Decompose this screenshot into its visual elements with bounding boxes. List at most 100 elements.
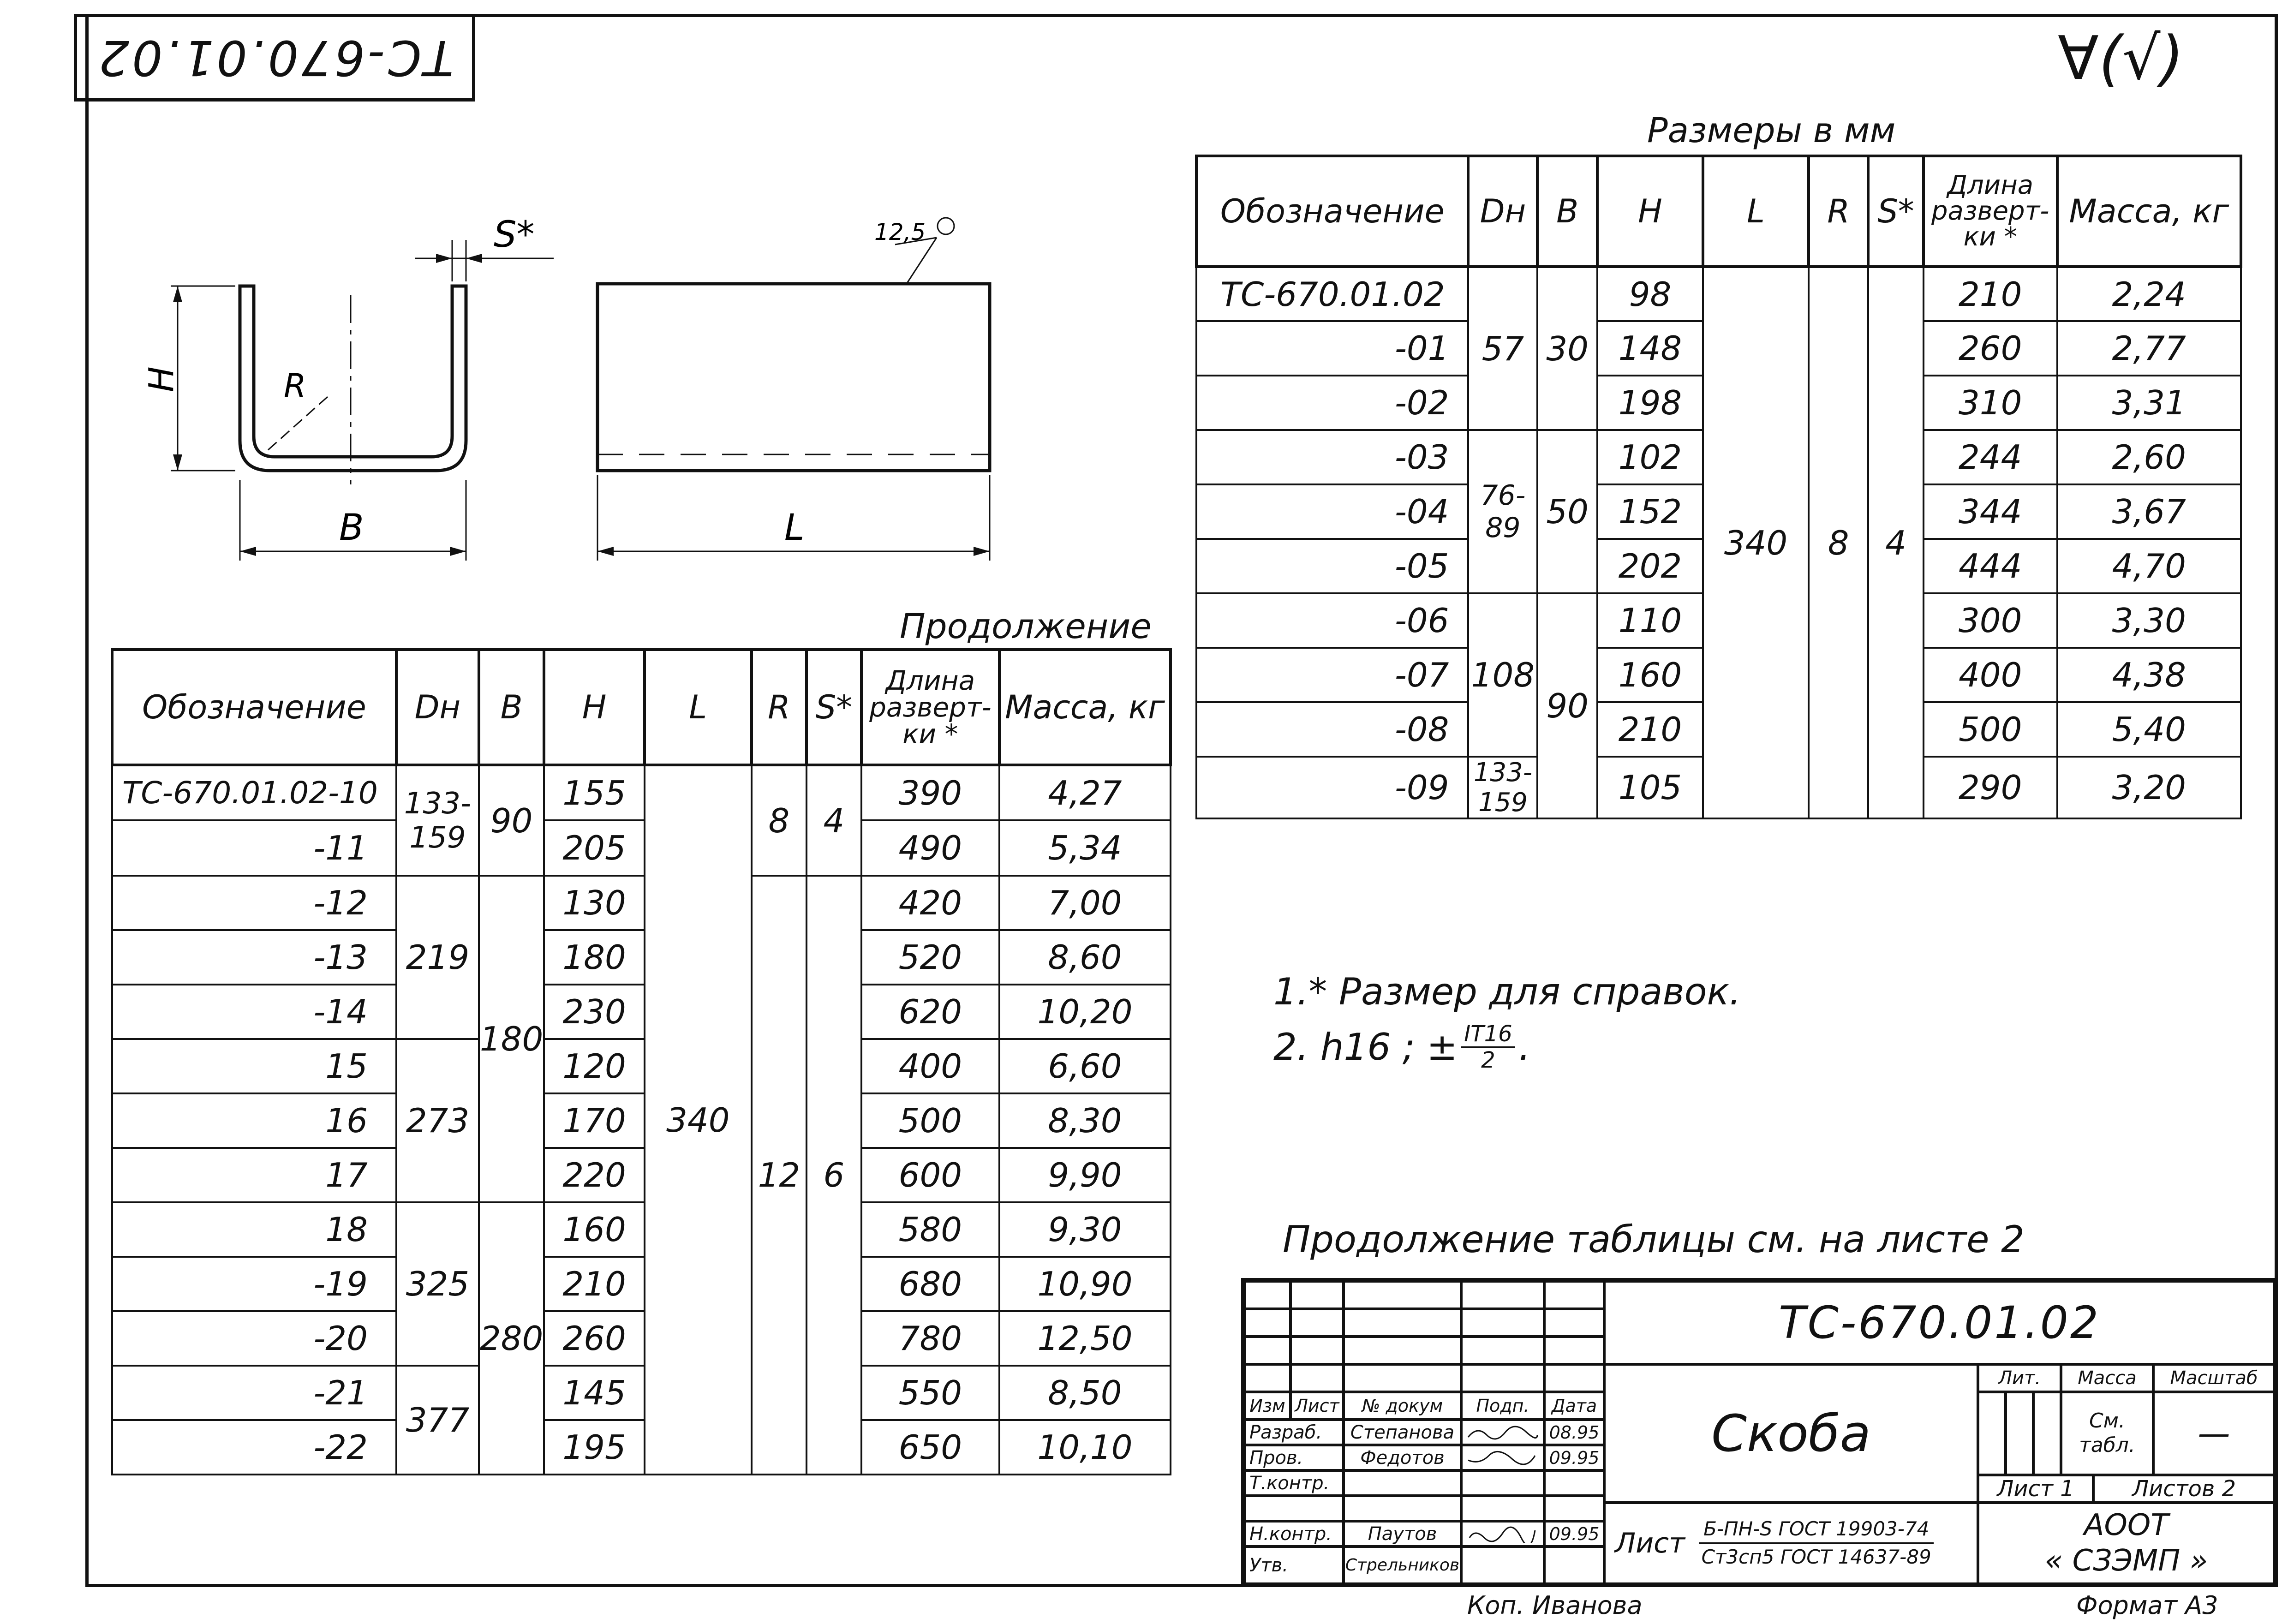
length-value: 344 [1922,484,2058,540]
lit-cell [2033,1392,2061,1475]
empty-name [1344,1496,1461,1521]
row-designation: -01 [1195,320,1470,376]
row-designation: -20 [111,1310,397,1367]
table-row: -08 210 500 5,40 [1195,701,2242,758]
b-value: 50 [1536,429,1598,594]
col-header-h: H [1595,155,1705,268]
row-designation: -05 [1195,538,1470,594]
row-designation: ТС-670.01.02-10 [111,764,397,821]
h-value: 202 [1596,538,1704,594]
utv-name: Стрельников [1344,1546,1461,1584]
table-row: -01 148 260 2,77 [1195,320,2242,376]
s-value: 4 [1867,266,1924,819]
row-designation: -04 [1195,484,1470,540]
length-value: 244 [1922,429,2058,485]
tkontr-sign [1461,1470,1544,1496]
organization: АООТ « СЗЭМП » [1978,1503,2275,1584]
utv-sign [1461,1546,1544,1584]
cont-table-title: Продолжение [900,607,1152,646]
length-value: 210 [1922,266,2058,322]
length-value: 310 [1922,375,2058,431]
row-designation: -19 [111,1256,397,1312]
rev-cell [1244,1309,1290,1337]
col-header-designation: Обозначение [1195,155,1470,268]
h-value: 148 [1596,320,1704,376]
length-value: 260 [1922,320,2058,376]
h-value: 260 [543,1310,645,1367]
mass-value: 2,60 [2056,429,2242,485]
fraction-numerator: IT16 [1461,1022,1515,1048]
rev-cell [1461,1309,1544,1337]
main-table-title: Размеры в мм [1647,111,1896,150]
utv-date [1544,1546,1604,1584]
length-value: 580 [860,1201,1000,1258]
b-value: 90 [478,764,545,877]
h-value: 105 [1596,756,1704,819]
mass-value: 3,67 [2056,484,2242,540]
row-designation: -02 [1195,375,1470,431]
row-designation: ТС-670.01.02 [1195,266,1470,322]
col-header-dn: Dн [394,648,480,766]
col-header-h: H [543,648,646,766]
table-row: -21 377 145 550 8,50 [111,1365,1172,1475]
col-izm: Изм [1244,1392,1290,1420]
h-value: 180 [543,929,645,985]
razrab-date: 08.95 [1544,1420,1604,1445]
mass-value: 5,40 [2056,701,2242,758]
org-line-1: АООТ [2084,1508,2169,1543]
dn-value: 273 [395,1038,480,1203]
table-row: -03 76-89 50 102 244 2,60 [1195,429,2242,594]
row-designation: -09 [1195,756,1470,819]
table-row: -09 133-159 105 290 3,20 [1195,756,2242,819]
org-line-2: « СЗЭМП » [2044,1544,2208,1578]
h-value: 170 [543,1093,645,1149]
r-value: 12 [750,875,807,1475]
main-size-table: Обозначение Dн B H L R S* Длина разверт-… [1195,155,2243,819]
dn-value: 57 [1467,266,1539,431]
table-row: -06 108 90 110 300 3,30 [1195,592,2242,819]
r-value: 8 [750,764,807,877]
rev-cell [1344,1309,1461,1337]
mass-label: Масса [2061,1364,2153,1392]
tkontr-date [1544,1470,1604,1496]
rev-cell [1544,1281,1604,1309]
lit-cell [2006,1392,2033,1475]
table-row: 15 273 120 400 6,60 [111,1038,1172,1203]
length-value: 620 [860,984,1000,1040]
rev-cell [1461,1337,1544,1364]
dim-l-label: L [784,507,804,549]
table-row: 17 220 600 9,90 [111,1147,1172,1203]
tkontr-name [1344,1470,1461,1496]
bracket-drawing: S* H R B L 12,5 [142,214,992,561]
row-designation: -12 [111,875,397,931]
col-header-b: B [1536,155,1599,268]
rev-cell [1244,1281,1290,1309]
s-value: 6 [805,875,862,1475]
mass-value: 2,77 [2056,320,2242,376]
title-block: Изм Лист № докум Подп. Дата Разраб. Степ… [1241,1278,2278,1587]
mass-value: 4,38 [2056,647,2242,703]
rev-cell [1290,1281,1344,1309]
mass-value: 9,90 [998,1147,1172,1203]
col-header-s: S* [805,648,863,766]
row-designation: 17 [111,1147,397,1203]
col-header-length: Длина разверт-ки * [1922,155,2059,268]
mass-value: 4,27 [998,764,1172,821]
mass-value: 8,50 [998,1365,1172,1421]
table-row: -04 152 344 3,67 [1195,484,2242,540]
length-value: 490 [860,819,1000,877]
rev-cell [1344,1364,1461,1392]
length-value: 780 [860,1310,1000,1367]
rev-cell [1290,1364,1344,1392]
table-row: -05 202 444 4,70 [1195,538,2242,594]
rev-cell [1544,1337,1604,1364]
col-header-b: B [477,648,546,766]
s-value: 4 [805,764,862,877]
rev-cell [1244,1364,1290,1392]
table-row: -07 160 400 4,38 [1195,647,2242,703]
h-value: 145 [543,1365,645,1421]
signature [1461,1445,1544,1470]
mass-value: 3,20 [2056,756,2242,819]
col-header-length: Длина разверт-ки * [860,648,1001,766]
col-sign: Подп. [1461,1392,1544,1420]
